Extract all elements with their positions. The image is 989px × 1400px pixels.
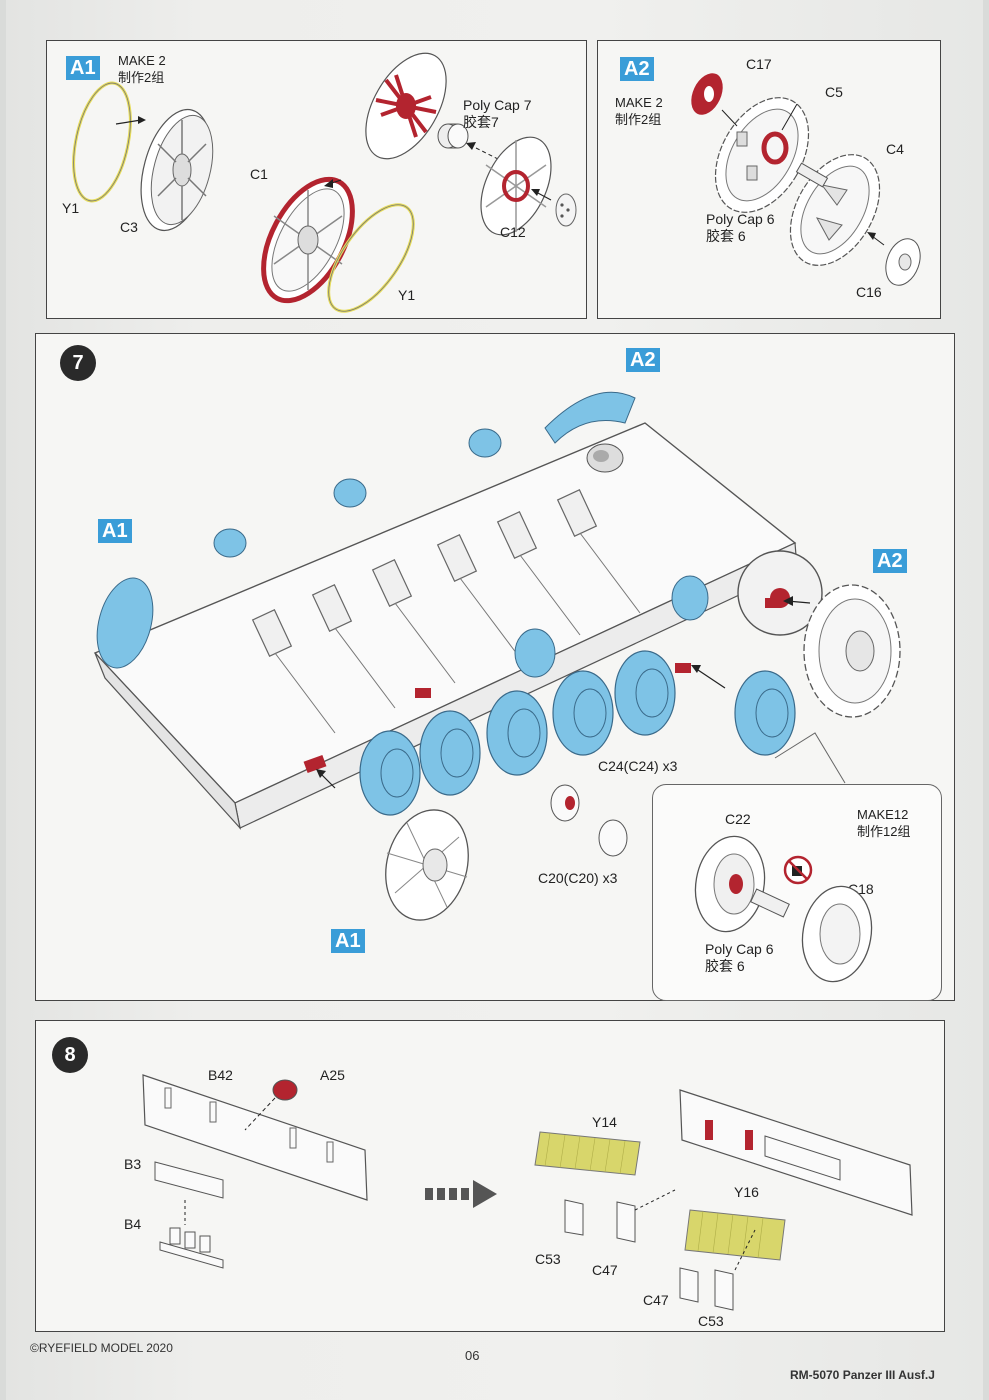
b3-part	[154, 1161, 224, 1199]
sprocket-blue	[544, 391, 636, 444]
a1-label-y1-right: Y1	[398, 287, 416, 303]
a2-drawing	[691, 73, 921, 286]
a1-drawing	[72, 52, 577, 313]
a1-label-c1: C1	[250, 166, 268, 182]
step8-drawing	[142, 1074, 913, 1311]
b3-label: B3	[124, 1156, 142, 1172]
y16-label: Y16	[734, 1184, 759, 1200]
idler-wheel-lower	[385, 809, 469, 921]
footer-copyright: ©RYEFIELD MODEL 2020	[30, 1341, 173, 1355]
c16-hub	[885, 238, 921, 286]
return-rollers	[213, 428, 502, 558]
step7-tag-a2-top: A2	[626, 348, 660, 372]
c47-bracket-a	[616, 1201, 636, 1243]
c47-label-a: C47	[592, 1262, 618, 1278]
road-wheel-polycap-text: Poly Cap 6 胶套 6	[705, 941, 773, 975]
idler-wheel-blue	[96, 577, 154, 669]
road-wheel-polycap-en: Poly Cap 6	[705, 941, 774, 957]
b42-rail	[142, 1074, 368, 1201]
a2-tag: A2	[620, 57, 654, 81]
a2-polycap-cn: 胶套 6	[706, 228, 746, 244]
c20-label: C20(C20) x3	[538, 870, 618, 886]
road-wheel-polycap-cn: 胶套 6	[705, 958, 745, 974]
a1-label-c12: C12	[500, 224, 526, 240]
hull-chassis-drawing	[93, 391, 901, 921]
step7-tag-a1-bottom: A1	[331, 929, 365, 953]
a1-polycap-cn: 胶套7	[463, 114, 499, 130]
a1-make-cn: 制作2组	[118, 70, 165, 85]
road-wheel-subdrawing	[694, 835, 873, 983]
step7-tag-a1-top: A1	[98, 519, 132, 543]
a2-label-c5: C5	[825, 84, 843, 100]
a2-label-c17: C17	[746, 56, 772, 72]
c1-wheel	[261, 176, 355, 304]
poly-cap-7	[437, 123, 469, 149]
a1-tag: A1	[66, 56, 100, 80]
c47-bracket-b	[679, 1267, 699, 1303]
a1-label-c3: C3	[120, 219, 138, 235]
step-8-number: 8	[52, 1037, 88, 1073]
b42-label: B42	[208, 1067, 233, 1083]
a2-label-c4: C4	[886, 141, 904, 157]
b4-label: B4	[124, 1216, 142, 1232]
hub-wheel-top	[365, 52, 447, 160]
step7-tag-a2-right: A2	[873, 549, 907, 573]
footer-model: RM-5070 Panzer III Ausf.J	[790, 1368, 935, 1382]
a25-part	[272, 1079, 298, 1101]
c22-label: C22	[725, 811, 751, 827]
c53-bracket-b	[714, 1269, 734, 1311]
road-wheel-make-en: MAKE12	[857, 807, 909, 822]
step-7-number: 7	[60, 345, 96, 381]
c53-label-b: C53	[698, 1313, 724, 1329]
transfer-arrow-icon	[425, 1180, 497, 1208]
a2-make-cn: 制作2组	[615, 112, 662, 127]
b4-part	[159, 1227, 224, 1269]
a2-make-text: MAKE 2 制作2组	[615, 94, 663, 128]
a2-polycap-en: Poly Cap 6	[706, 211, 775, 227]
footer-page-number: 06	[465, 1348, 480, 1363]
sprocket-right	[803, 584, 901, 718]
c24-label: C24(C24) x3	[598, 758, 678, 774]
c4-sprocket	[789, 154, 881, 266]
c53-label-a: C53	[535, 1251, 561, 1267]
c53-bracket-a	[564, 1199, 584, 1236]
c12-wheel	[480, 136, 577, 236]
a1-make-text: MAKE 2 制作2组	[118, 52, 166, 86]
road-wheel-make-cn: 制作12组	[857, 824, 911, 839]
a1-label-y1-left: Y1	[62, 200, 80, 216]
a2-label-c16: C16	[856, 284, 882, 300]
a25-label: A25	[320, 1067, 345, 1083]
y14-label: Y14	[592, 1114, 617, 1130]
a1-polycap-text: Poly Cap 7 胶套7	[463, 97, 531, 131]
road-wheel-make-text: MAKE12 制作12组	[857, 806, 910, 840]
c47-label-b: C47	[643, 1292, 669, 1308]
no-glue-icon	[783, 855, 813, 885]
a2-make-en: MAKE 2	[615, 95, 663, 110]
y16-mesh	[684, 1209, 786, 1261]
a2-polycap-text: Poly Cap 6 胶套 6	[706, 211, 774, 245]
a1-polycap-en: Poly Cap 7	[463, 97, 532, 113]
c5-sprocket	[714, 97, 810, 213]
y14-mesh	[534, 1131, 641, 1176]
a1-make-en: MAKE 2	[118, 53, 166, 68]
c3-wheel	[140, 108, 214, 232]
